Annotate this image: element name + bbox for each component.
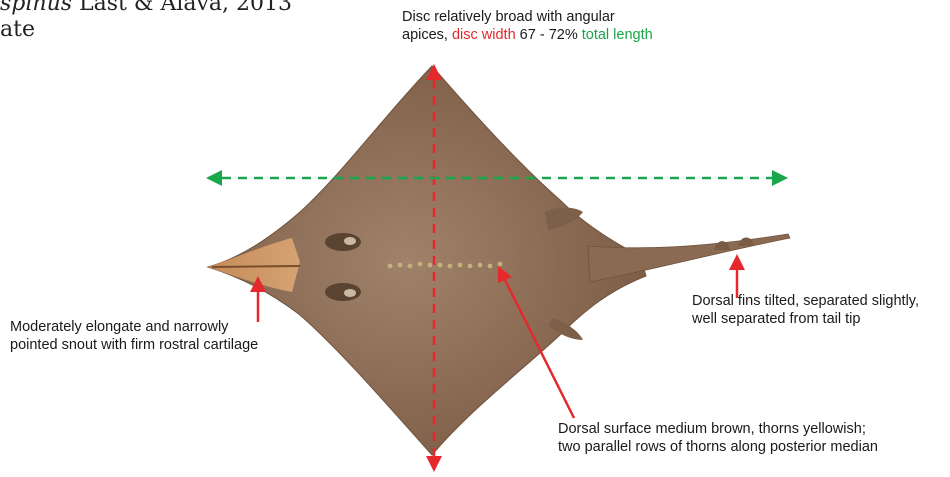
dorsal-fin-2: [738, 238, 754, 246]
dorsal-surface-annotation-line-2: two parallel rows of thorns along poster…: [558, 438, 878, 456]
disc-width-term: disc width: [452, 27, 516, 43]
snout-annotation-line-1: Moderately elongate and narrowly: [10, 318, 258, 336]
dorsal-fin-annotation-line-1: Dorsal fins tilted, separated slightly,: [692, 292, 919, 310]
skate-tail: [588, 234, 790, 282]
total-length-term: total length: [582, 27, 653, 43]
dorsal-fin-annotation-line-2: well separated from tail tip: [692, 310, 919, 328]
snout-annotation: Moderately elongate and narrowly pointed…: [10, 318, 258, 354]
disc-annotation: Disc relatively broad with angular apice…: [402, 8, 653, 44]
disc-annotation-line-1: Disc relatively broad with angular: [402, 8, 653, 26]
disc-annotation-line-2: apices, disc width 67 - 72% total length: [402, 26, 653, 44]
dorsal-fin-annotation: Dorsal fins tilted, separated slightly, …: [692, 292, 919, 328]
dorsal-surface-annotation-line-1: Dorsal surface medium brown, thorns yell…: [558, 420, 878, 438]
dorsal-surface-annotation: Dorsal surface medium brown, thorns yell…: [558, 420, 878, 456]
snout-annotation-line-2: pointed snout with firm rostral cartilag…: [10, 336, 258, 354]
